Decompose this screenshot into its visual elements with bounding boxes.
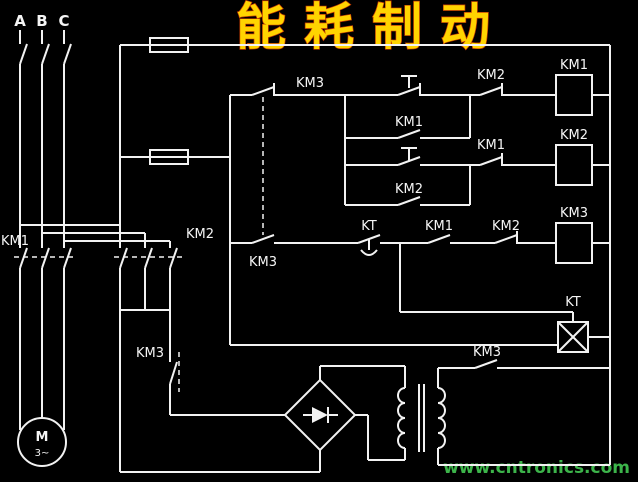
diode-icon [312,407,328,423]
phase-b-label: B [36,12,47,30]
km2-brake-label: KM2 [186,227,214,242]
km2-seal-contact: KM2 [345,165,471,206]
km3-no-label: KM3 [249,255,277,270]
phase-a-label: A [14,12,26,30]
bridge-rectifier [283,378,357,452]
km1-main-contacts: KM1 [1,234,76,430]
coil-kt-label: KT [565,295,581,310]
page-title: 能耗制动 [236,0,508,56]
coil-km1 [555,74,593,116]
coil-km3-label: KM3 [560,206,588,221]
row-km3-coil: KM3 KT KM1 KM2 KM3 [230,206,610,270]
motor-label: M [36,430,49,445]
km1-seal-contact: KM1 [344,95,471,205]
watermark: www.cntronics.com [443,458,630,478]
coil-km3 [555,222,593,264]
row-km1-coil: KM3 KM2 KM1 [230,58,610,235]
km3-brake-contact: KM3 [120,310,321,473]
row-km2-coil: KM1 KM2 [345,128,610,186]
km1-no-label: KM1 [425,219,453,234]
fuse-1 [149,37,189,53]
coil-km2-label: KM2 [560,128,588,143]
km3-nc-label: KM3 [296,76,324,91]
kt-contact-label: KT [361,219,377,234]
fuse-2 [149,149,189,165]
km1-seal-label: KM1 [395,115,423,130]
coil-km1-label: KM1 [560,58,588,73]
transformer [319,365,610,466]
motor: M 3~ [17,417,67,467]
km3-transformer-contact: KM3 [438,345,610,369]
km1-main-label: KM1 [1,234,29,249]
km2-seal-label: KM2 [395,182,423,197]
motor-phase-label: 3~ [35,448,50,459]
km1-interlock2-label: KM1 [477,138,505,153]
phase-c-label: C [58,12,69,30]
coil-km2 [555,144,593,186]
main-switch [19,30,72,248]
km2-brake-contacts: KM2 [20,224,214,472]
control-rails [119,37,611,465]
km2-interlock3-label: KM2 [492,219,520,234]
kt-coil-branch: KT [399,243,610,353]
km2-interlock1-label: KM2 [477,68,505,83]
km3-brake-label: KM3 [136,346,164,361]
km3-transformer-label: KM3 [473,345,501,360]
